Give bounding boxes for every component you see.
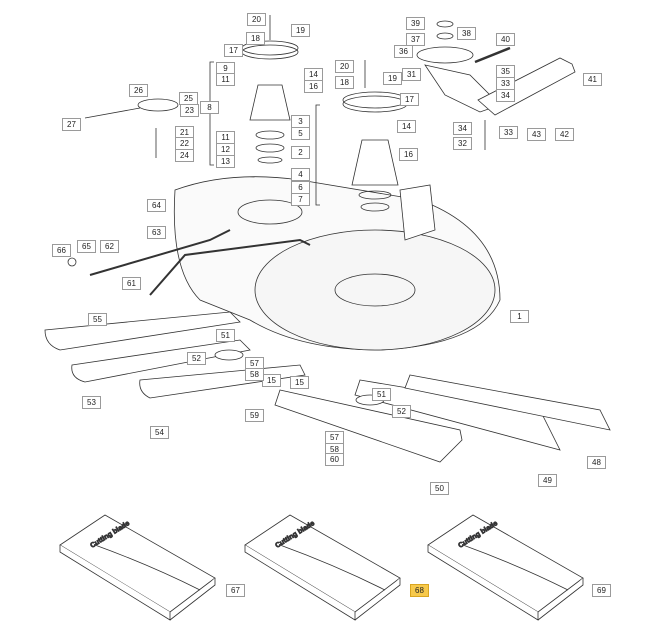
callout-34[interactable]: 34 xyxy=(496,89,515,102)
callout-64[interactable]: 64 xyxy=(147,199,166,212)
callout-40[interactable]: 40 xyxy=(496,33,515,46)
callout-7[interactable]: 7 xyxy=(291,193,310,206)
callout-18[interactable]: 18 xyxy=(335,76,354,89)
blade-package-69: Cutting blade xyxy=(427,514,584,621)
callout-11[interactable]: 11 xyxy=(216,73,235,86)
callout-38[interactable]: 38 xyxy=(457,27,476,40)
callout-19[interactable]: 19 xyxy=(291,24,310,37)
callout-18[interactable]: 18 xyxy=(246,32,265,45)
callout-37[interactable]: 37 xyxy=(406,33,425,46)
callout-36[interactable]: 36 xyxy=(394,45,413,58)
lift-rod xyxy=(67,229,311,296)
callout-15[interactable]: 15 xyxy=(290,376,309,389)
callout-32[interactable]: 32 xyxy=(453,137,472,150)
callout-17[interactable]: 17 xyxy=(224,44,243,57)
left-spindle xyxy=(241,15,299,164)
callout-42[interactable]: 42 xyxy=(555,128,574,141)
callout-54[interactable]: 54 xyxy=(150,426,169,439)
callout-19[interactable]: 19 xyxy=(383,72,402,85)
callout-15[interactable]: 15 xyxy=(262,374,281,387)
callout-62[interactable]: 62 xyxy=(100,240,119,253)
callout-49[interactable]: 49 xyxy=(538,474,557,487)
mower-deck xyxy=(173,176,501,351)
callout-65[interactable]: 65 xyxy=(77,240,96,253)
callout-6[interactable]: 6 xyxy=(291,181,310,194)
callout-33[interactable]: 33 xyxy=(499,126,518,139)
callout-16[interactable]: 16 xyxy=(399,148,418,161)
callout-23[interactable]: 23 xyxy=(180,104,199,117)
callout-51[interactable]: 51 xyxy=(216,329,235,342)
callout-61[interactable]: 61 xyxy=(122,277,141,290)
callout-67[interactable]: 67 xyxy=(226,584,245,597)
callout-58[interactable]: 58 xyxy=(245,368,264,381)
callout-51[interactable]: 51 xyxy=(372,388,391,401)
callout-13[interactable]: 13 xyxy=(216,155,235,168)
blade-package-67: Cutting blade xyxy=(59,514,216,621)
callout-27[interactable]: 27 xyxy=(62,118,81,131)
callout-17[interactable]: 17 xyxy=(400,93,419,106)
callout-69[interactable]: 69 xyxy=(592,584,611,597)
center-spindle xyxy=(342,60,408,212)
group-bracket-2 xyxy=(315,104,320,206)
callout-66[interactable]: 66 xyxy=(52,244,71,257)
callout-14[interactable]: 14 xyxy=(397,120,416,133)
callout-60[interactable]: 60 xyxy=(325,453,344,466)
blade-package-68: Cutting blade xyxy=(244,514,401,621)
callout-16[interactable]: 16 xyxy=(304,80,323,93)
callout-14[interactable]: 14 xyxy=(304,68,323,81)
callout-8[interactable]: 8 xyxy=(200,101,219,114)
callout-1[interactable]: 1 xyxy=(510,310,529,323)
callout-53[interactable]: 53 xyxy=(82,396,101,409)
callout-34[interactable]: 34 xyxy=(453,122,472,135)
callout-52[interactable]: 52 xyxy=(187,352,206,365)
blades xyxy=(44,311,611,463)
callout-55[interactable]: 55 xyxy=(88,313,107,326)
callout-68[interactable]: 68 xyxy=(410,584,429,597)
callout-43[interactable]: 43 xyxy=(527,128,546,141)
callout-31[interactable]: 31 xyxy=(402,68,421,81)
callout-2[interactable]: 2 xyxy=(291,146,310,159)
callout-39[interactable]: 39 xyxy=(406,17,425,30)
callout-20[interactable]: 20 xyxy=(247,13,266,26)
callout-24[interactable]: 24 xyxy=(175,149,194,162)
callout-48[interactable]: 48 xyxy=(587,456,606,469)
callout-12[interactable]: 12 xyxy=(216,143,235,156)
callout-59[interactable]: 59 xyxy=(245,409,264,422)
callout-57[interactable]: 57 xyxy=(325,431,344,444)
callout-52[interactable]: 52 xyxy=(392,405,411,418)
callout-5[interactable]: 5 xyxy=(291,127,310,140)
small-pulley xyxy=(84,98,179,158)
callout-41[interactable]: 41 xyxy=(583,73,602,86)
callout-20[interactable]: 20 xyxy=(335,60,354,73)
callout-50[interactable]: 50 xyxy=(430,482,449,495)
callout-4[interactable]: 4 xyxy=(291,168,310,181)
callout-63[interactable]: 63 xyxy=(147,226,166,239)
callout-26[interactable]: 26 xyxy=(129,84,148,97)
